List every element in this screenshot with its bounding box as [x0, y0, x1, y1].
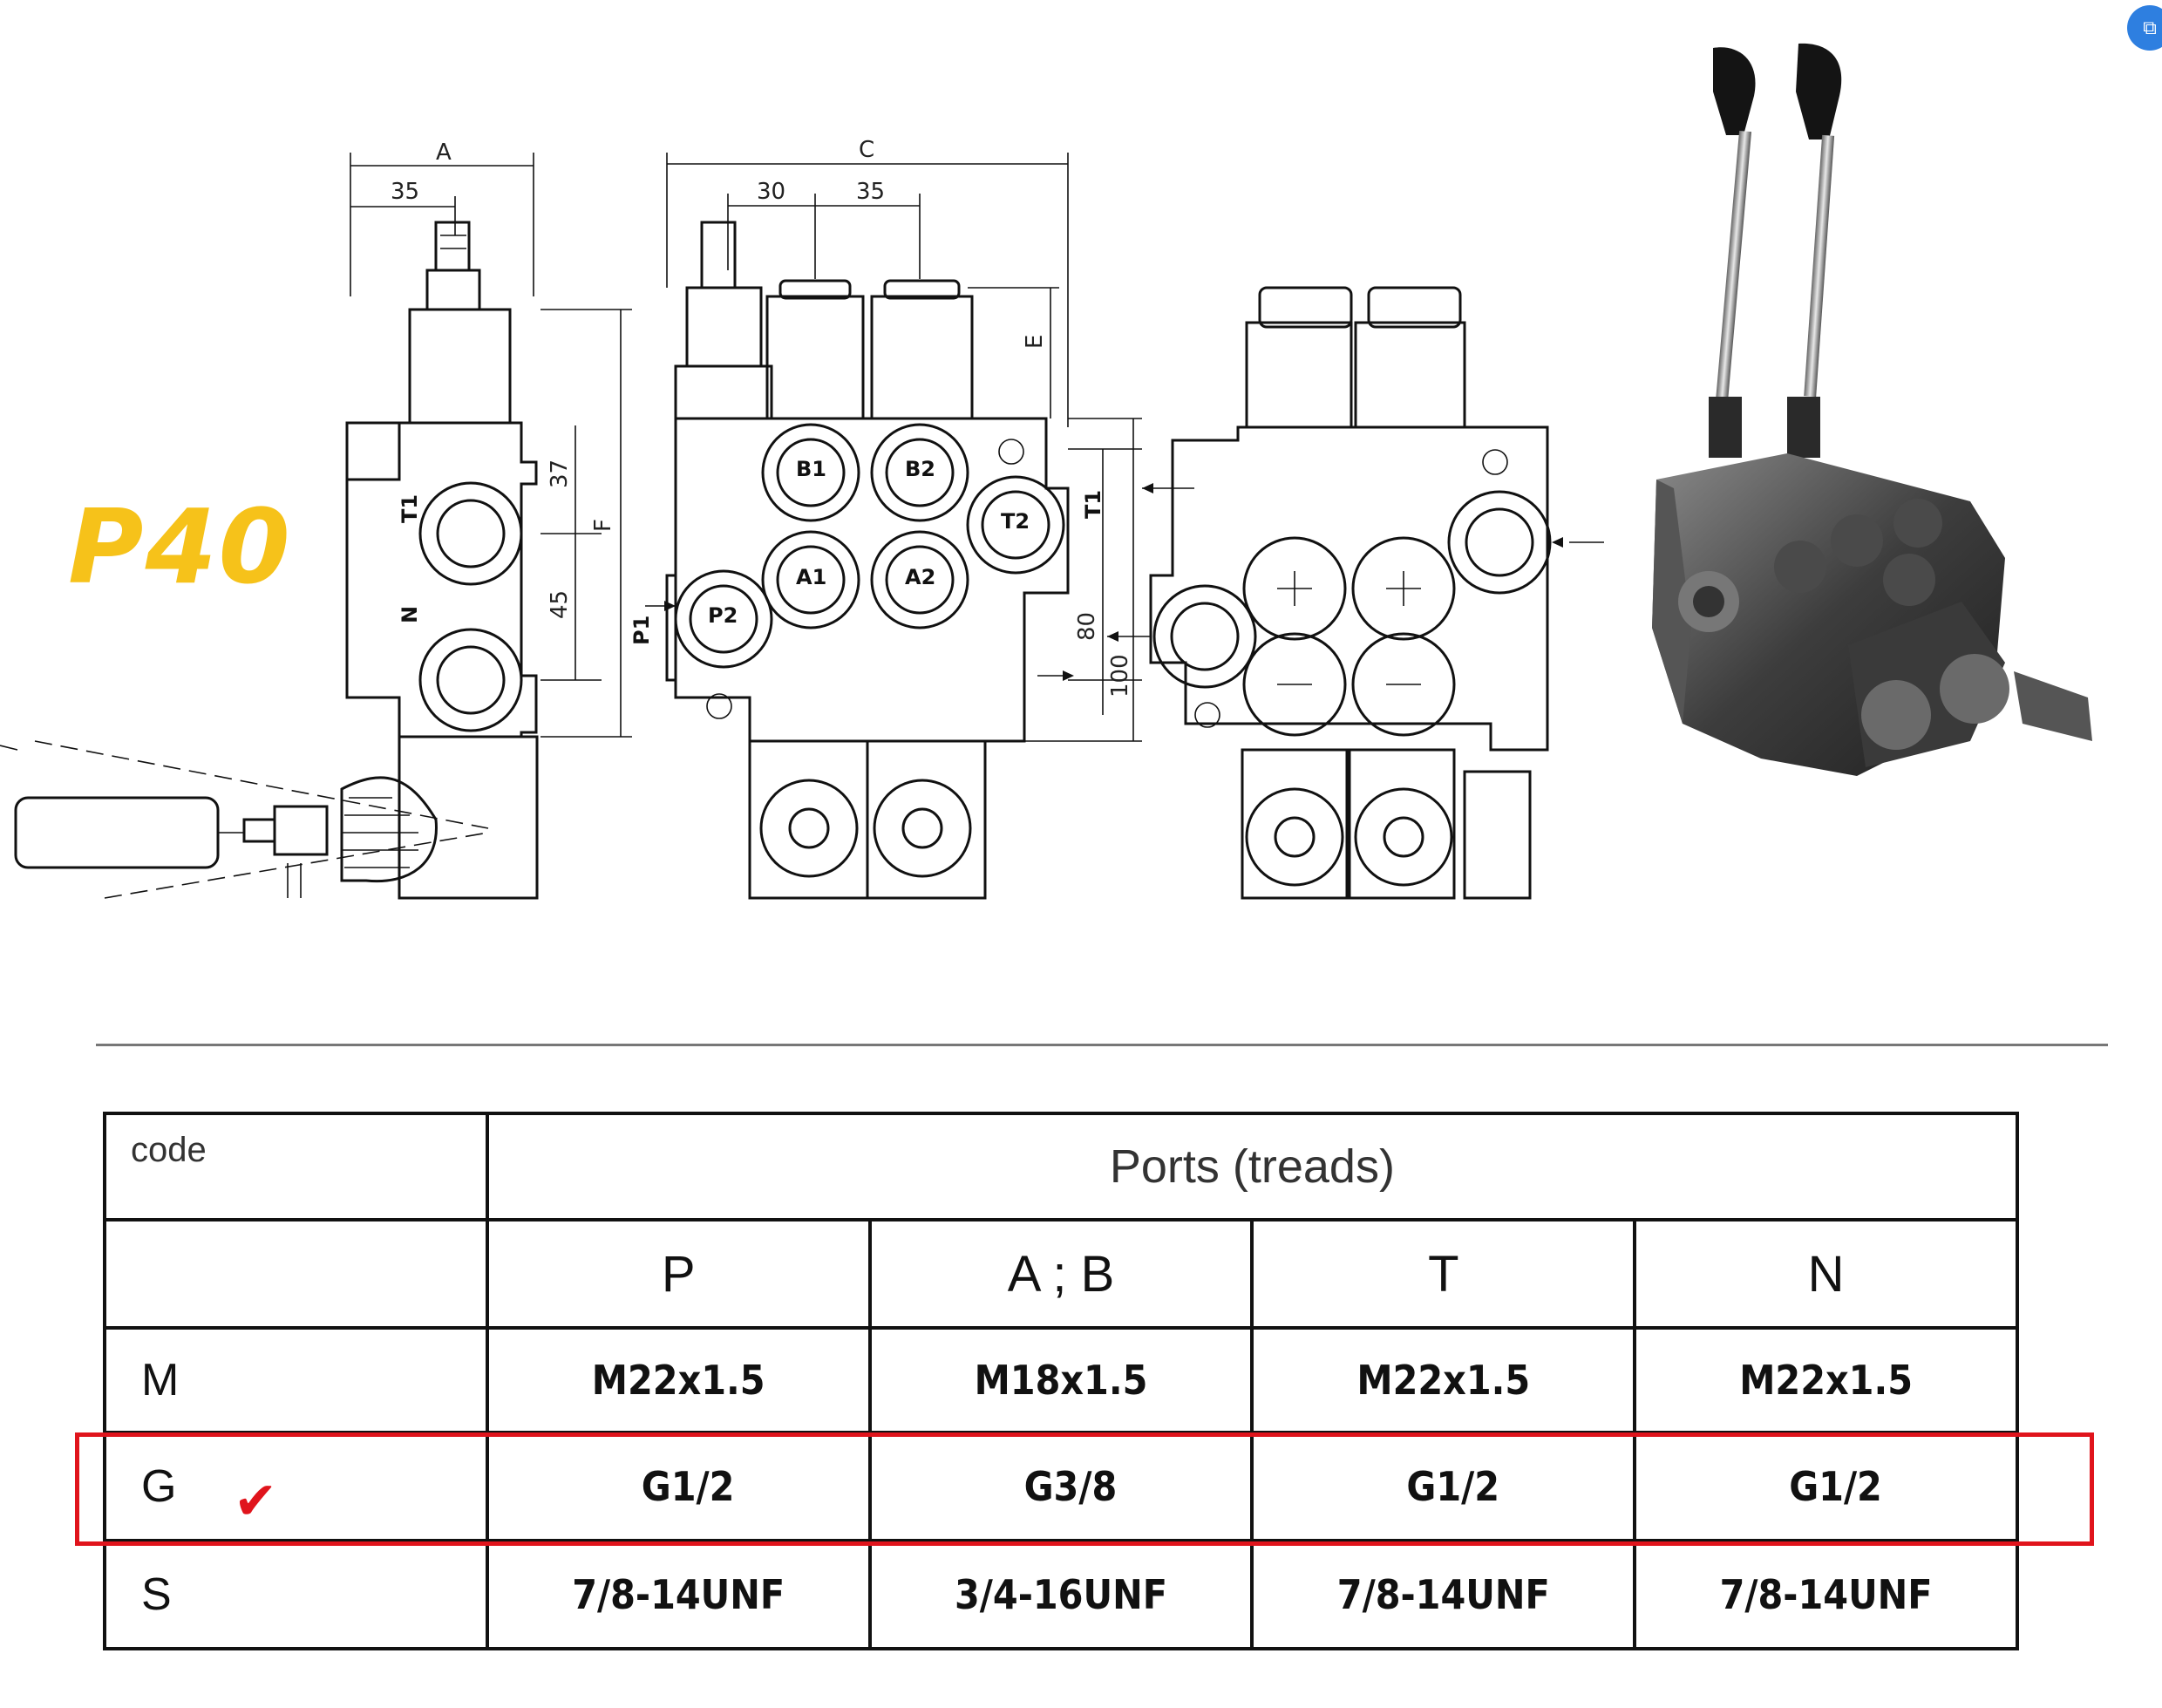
label-b2: B2 — [905, 457, 935, 481]
row-code: G — [103, 1431, 489, 1542]
dim-80: 80 — [1074, 612, 1100, 641]
side-view: A 35 T1 N 37 45 F — [0, 139, 632, 900]
table-cell: 3/4-16UNF — [867, 1539, 1254, 1650]
code-header: code — [103, 1112, 489, 1221]
ports-header: Ports (treads) — [485, 1112, 2020, 1221]
table-cell: M22x1.5 — [1633, 1326, 2019, 1434]
table-cell: G1/2 — [485, 1431, 872, 1542]
label-a1: A1 — [796, 565, 826, 589]
rear-view — [1107, 286, 1604, 900]
table-cell: 7/8-14UNF — [1633, 1539, 2019, 1650]
dim-a: A — [436, 139, 452, 166]
dim-35a: 35 — [391, 179, 419, 205]
label-t2: T2 — [1001, 509, 1030, 534]
empty-cell — [103, 1218, 489, 1330]
label-p1: P1 — [629, 616, 654, 645]
label-t1-front: T1 — [1081, 490, 1105, 519]
check-mark-icon: ✔ — [234, 1472, 278, 1530]
technical-drawing: A 35 T1 N 37 45 F — [0, 43, 2092, 900]
table-cell: M22x1.5 — [1250, 1326, 1637, 1434]
table-cell: G1/2 — [1250, 1431, 1637, 1542]
dim-45: 45 — [547, 590, 573, 619]
table-cell: 7/8-14UNF — [485, 1539, 872, 1650]
label-p2: P2 — [708, 603, 738, 628]
table-column-row: P A ; B T N — [103, 1218, 2019, 1330]
highlight-box-row-g — [75, 1432, 2094, 1546]
row-code: S — [103, 1539, 489, 1650]
dim-e: E — [1022, 335, 1048, 349]
table-header-row: code Ports (treads) — [103, 1112, 2020, 1221]
ports-table: code Ports (treads) P A ; B T N M M22x1.… — [103, 1112, 2020, 1650]
dim-f: F — [590, 519, 616, 532]
column-header: A ; B — [867, 1218, 1254, 1330]
product-image — [1652, 43, 2092, 776]
dim-c: C — [859, 137, 874, 163]
table-row: G G1/2 G3/8 G1/2 G1/2 — [103, 1431, 2019, 1542]
dim-100: 100 — [1107, 654, 1133, 697]
front-view: C 30 35 E B1 B2 — [629, 137, 1142, 900]
table-row: M M22x1.5 M18x1.5 M22x1.5 M22x1.5 — [103, 1326, 2019, 1434]
table-row: S 7/8-14UNF 3/4-16UNF 7/8-14UNF 7/8-14UN… — [103, 1539, 2019, 1650]
dim-35b: 35 — [856, 179, 885, 205]
row-code: M — [103, 1326, 489, 1434]
model-label: P40 — [68, 487, 292, 607]
table-cell: M18x1.5 — [867, 1326, 1254, 1434]
label-n-side: N — [398, 606, 422, 623]
table-cell: M22x1.5 — [485, 1326, 872, 1434]
label-t1-side: T1 — [398, 494, 422, 523]
label-b1: B1 — [796, 457, 826, 481]
separator-line — [96, 1044, 2108, 1046]
table-cell: 7/8-14UNF — [1250, 1539, 1637, 1650]
column-header: T — [1250, 1218, 1637, 1330]
dim-30: 30 — [757, 179, 785, 205]
column-header: N — [1633, 1218, 2019, 1330]
label-a2: A2 — [905, 565, 935, 589]
app-badge-icon[interactable]: ⧉ — [2127, 5, 2162, 51]
column-header: P — [485, 1218, 872, 1330]
dim-37: 37 — [547, 459, 573, 488]
